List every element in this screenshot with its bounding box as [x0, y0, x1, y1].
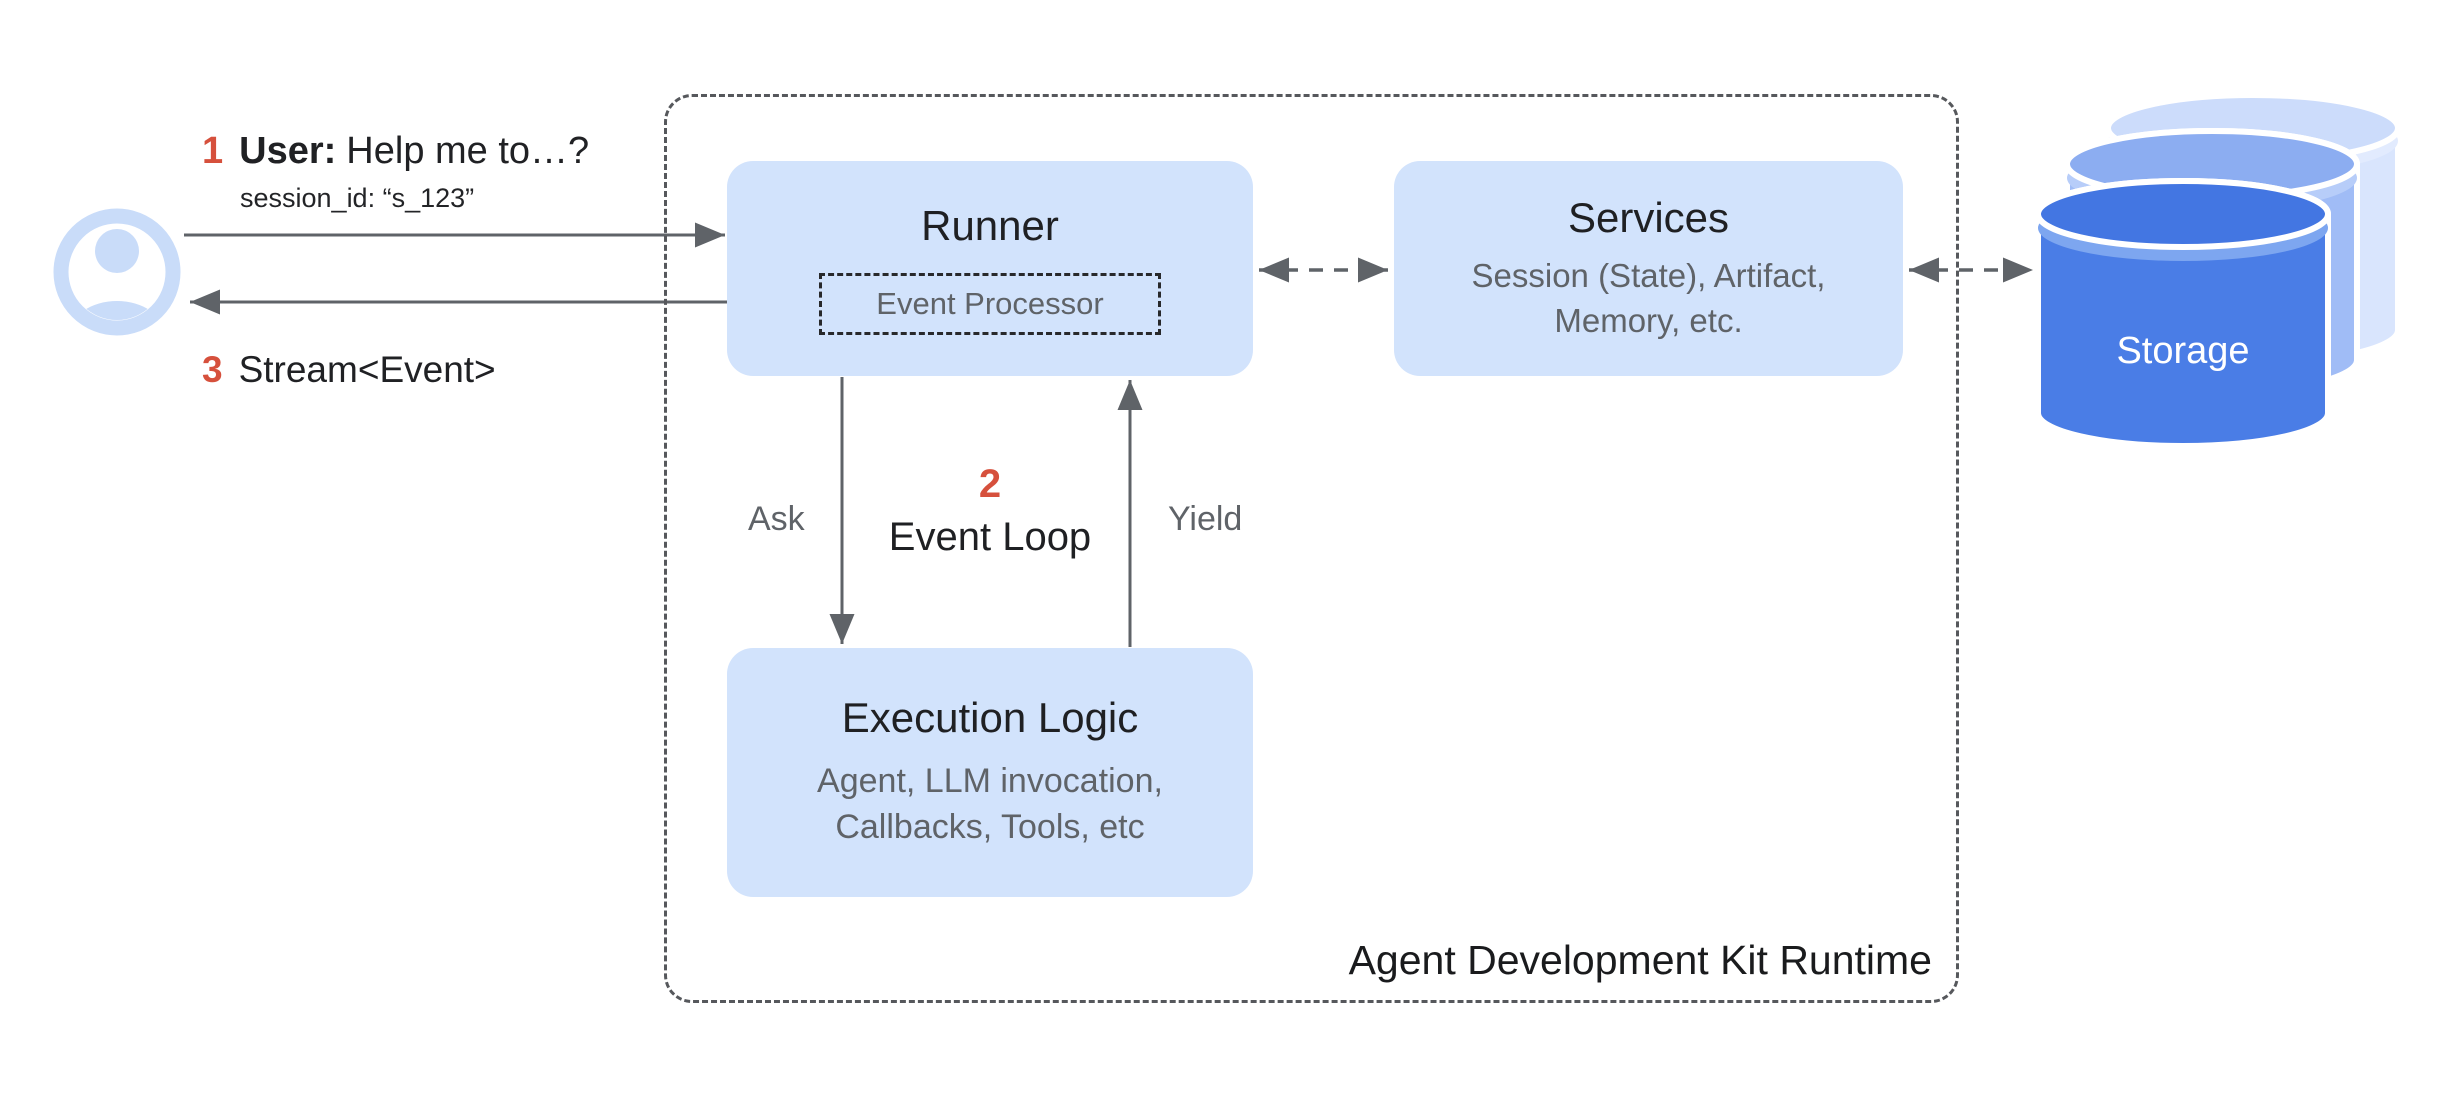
runner-title: Runner: [921, 202, 1059, 250]
execution-logic-title: Execution Logic: [841, 694, 1139, 742]
event-processor-label: Event Processor: [876, 285, 1104, 321]
execution-logic-subtitle: Agent, LLM invocation, Callbacks, Tools,…: [817, 761, 1163, 846]
step1-label: 1 User:Help me to…?: [202, 128, 589, 174]
user-avatar-icon: [53, 208, 181, 336]
step3-number: 3: [202, 349, 223, 390]
event-loop-label: Event Loop: [888, 515, 1092, 559]
adk-runtime-boundary: [664, 94, 1959, 1003]
execution-logic-node: Execution Logic Agent, LLM invocation, C…: [727, 648, 1253, 897]
storage-icon: Storage: [2035, 92, 2401, 449]
adk-runtime-label: Agent Development Kit Runtime: [1348, 937, 1932, 983]
step1-number: 1: [202, 130, 224, 172]
step2-number: 2: [978, 462, 1002, 506]
ask-label: Ask: [748, 500, 805, 538]
services-title: Services: [1567, 193, 1730, 241]
step1-actor: User:: [239, 130, 337, 172]
step3-message: Stream<Event>: [238, 349, 496, 390]
session-id-label: session_id: “s_123”: [240, 183, 475, 213]
step3-label: 3 Stream<Event>: [202, 348, 496, 392]
yield-label: Yield: [1168, 500, 1243, 538]
services-node: Services Session (State), Artifact, Memo…: [1394, 161, 1903, 376]
services-subtitle: Session (State), Artifact, Memory, etc.: [1471, 257, 1826, 339]
step1-message: Help me to…?: [346, 130, 590, 172]
runner-node: Runner Event Processor: [727, 161, 1253, 376]
storage-label: Storage: [2116, 330, 2249, 372]
storage-cylinder-front: [2035, 178, 2331, 449]
step2-label: 2 Event Loop: [860, 462, 1120, 560]
event-processor-box: Event Processor: [819, 272, 1161, 335]
